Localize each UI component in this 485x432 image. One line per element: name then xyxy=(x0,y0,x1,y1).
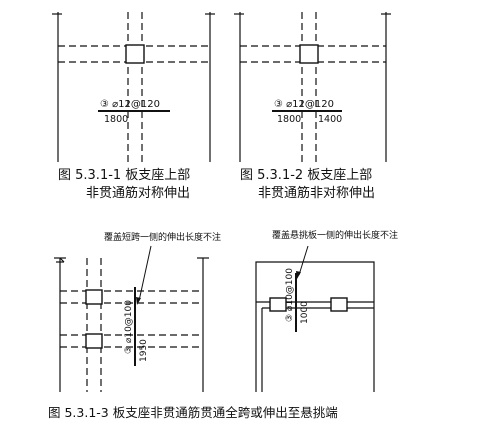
length-label: 1950 xyxy=(139,339,149,362)
figure-2-plan xyxy=(234,12,391,162)
column-box xyxy=(330,297,348,312)
figure-1-caption-line1: 图 5.3.1-1 板支座上部 xyxy=(58,168,191,183)
note-leader xyxy=(138,245,152,302)
figure-2-caption-line1: 图 5.3.1-2 板支座上部 xyxy=(240,168,373,183)
rebar-label: ③ ⌀10@100 xyxy=(285,268,295,322)
length-left-label: 1800 xyxy=(104,114,128,125)
column-box xyxy=(299,44,319,64)
rebar-label: ③ ⌀10@100 xyxy=(124,300,134,354)
note-text: 覆盖短跨一侧的伸出长度不注 xyxy=(104,231,221,243)
column-box xyxy=(85,333,103,349)
length-left-label: 1800 xyxy=(277,114,301,125)
length-label: 1000 xyxy=(300,301,310,324)
rebar-label: ③ ⌀12@120 xyxy=(274,99,334,110)
column-box xyxy=(85,289,103,305)
note-text: 覆盖悬挑板一侧的伸出长度不注 xyxy=(272,229,398,241)
length-right-label: 1400 xyxy=(318,114,342,125)
figure-3-plan xyxy=(54,245,209,392)
column-box xyxy=(125,44,145,64)
rebar-label: ③ ⌀12@120 xyxy=(100,99,160,110)
figure-2-caption-line2: 非贯通筋非对称伸出 xyxy=(258,186,376,201)
note-leader xyxy=(298,245,309,276)
figure-1-plan xyxy=(52,12,215,162)
figure-1-caption-line2: 非贯通筋对称伸出 xyxy=(86,186,191,201)
bottom-caption: 图 5.3.1-3 板支座非贯通筋贯通全跨或伸出至悬挑端 xyxy=(48,405,338,420)
figure-4-plan xyxy=(255,245,375,392)
column-box xyxy=(269,297,287,312)
